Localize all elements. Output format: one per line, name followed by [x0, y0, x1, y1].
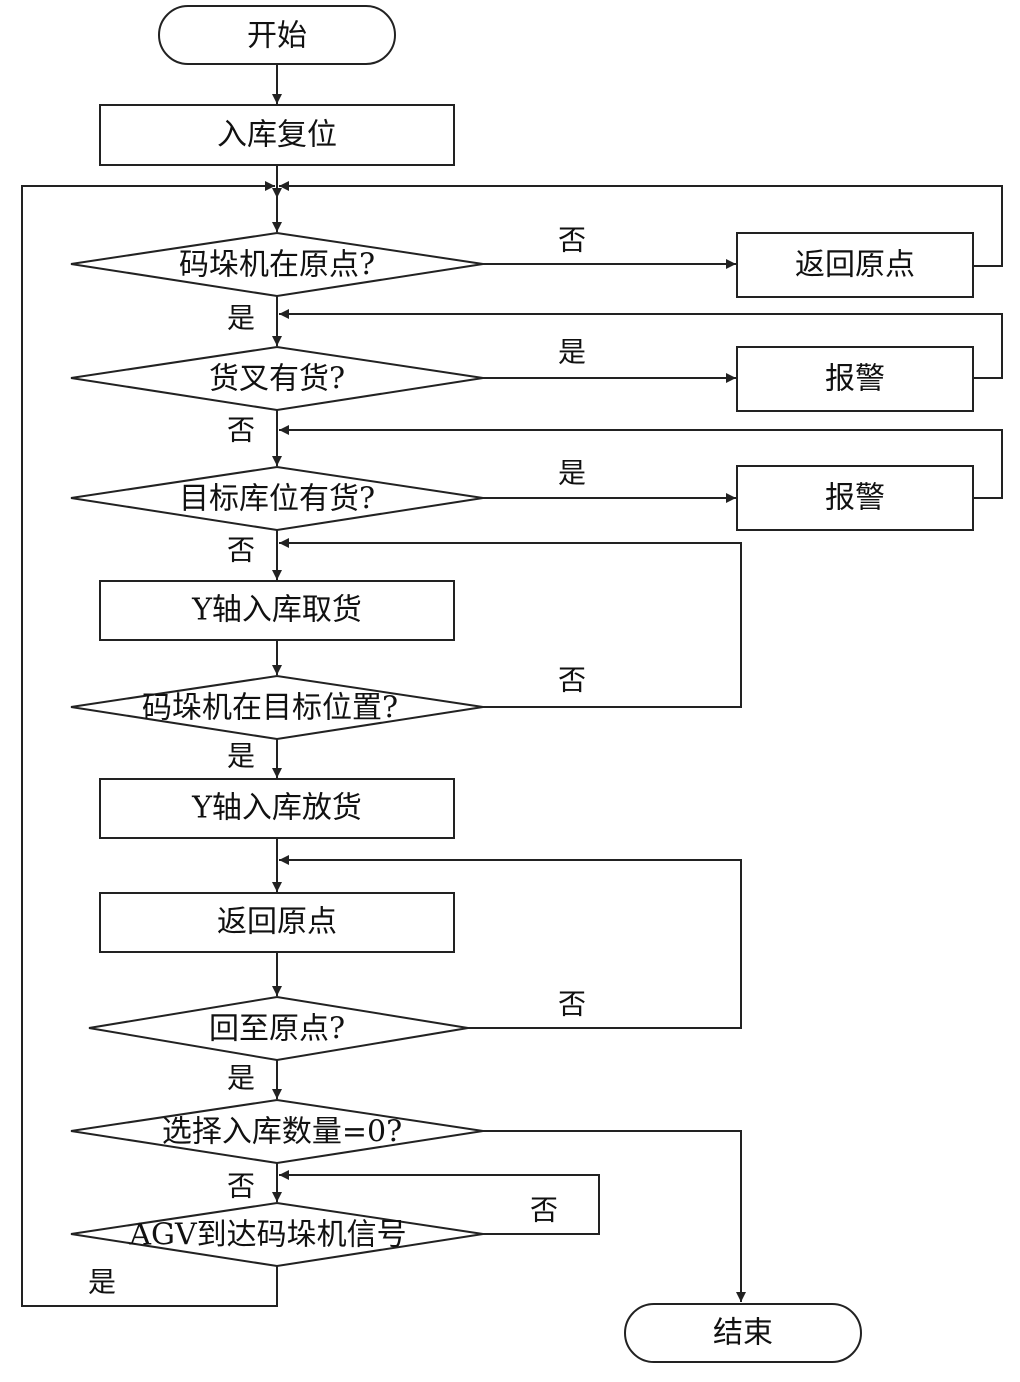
alarm-2-box [736, 465, 974, 531]
at-origin-diamond [70, 231, 484, 298]
label-target-yes: 是 [558, 457, 586, 490]
label-at-origin-yes: 是 [227, 302, 255, 335]
fork-label: 货叉有货? [209, 362, 345, 397]
node-agv-signal-q: AGV到达码垛机信号 [70, 1201, 484, 1268]
label-at-origin-no: 否 [558, 224, 586, 257]
edge-back-origin-no-loop [279, 855, 742, 1029]
fork-diamond [70, 345, 484, 412]
edge-alarm2-loop [279, 425, 1003, 499]
alarm-1-label: 报警 [825, 362, 885, 397]
y-place-label: Y轴入库放货 [191, 791, 362, 826]
label-target-no: 否 [227, 534, 255, 567]
back-origin-diamond [88, 995, 469, 1062]
reset-box [99, 104, 455, 166]
alarm-1-box [736, 346, 974, 412]
node-fork-q: 货叉有货? [70, 345, 484, 412]
label-back-origin-no: 否 [558, 988, 586, 1021]
agv-signal-label: AGV到达码垛机信号 [128, 1218, 406, 1253]
node-return-origin-2: 返回原点 [99, 892, 455, 953]
node-at-origin-q: 码垛机在原点? [70, 231, 484, 298]
node-y-pick: Y轴入库取货 [99, 580, 455, 641]
node-start: 开始 [158, 5, 396, 65]
edge-agv-yes-loop [21, 181, 278, 1307]
label-back-origin-yes: 是 [227, 1062, 255, 1095]
count-zero-label: 选择入库数量=0? [162, 1115, 402, 1150]
connectors [21, 64, 1003, 1307]
node-reset: 入库复位 [99, 104, 455, 166]
node-return-origin-1: 返回原点 [736, 232, 974, 298]
back-origin-label: 回至原点? [209, 1012, 345, 1047]
node-alarm-2: 报警 [736, 465, 974, 531]
at-target-label: 码垛机在目标位置? [142, 691, 398, 726]
node-back-origin-q: 回至原点? [88, 995, 469, 1062]
label-at-target-no: 否 [558, 664, 586, 697]
agv-signal-diamond [70, 1201, 484, 1268]
label-agv-no: 否 [530, 1194, 558, 1227]
return-origin-1-label: 返回原点 [795, 248, 915, 283]
return-origin-2-box [99, 892, 455, 953]
label-fork-no: 否 [227, 414, 255, 447]
edge-count-yes-end [483, 1130, 746, 1302]
reset-label: 入库复位 [217, 118, 337, 153]
label-at-target-yes: 是 [227, 740, 255, 773]
end-terminal [624, 1303, 862, 1363]
count-zero-diamond [70, 1098, 484, 1165]
target-diamond [70, 465, 484, 532]
alarm-2-label: 报警 [825, 481, 885, 516]
node-end: 结束 [624, 1303, 862, 1363]
target-label: 目标库位有货? [179, 482, 375, 517]
y-pick-box [99, 580, 455, 641]
edge-return-origin-loop [279, 181, 1003, 267]
node-y-place: Y轴入库放货 [99, 778, 455, 839]
y-place-box [99, 778, 455, 839]
at-target-diamond [70, 674, 484, 741]
label-count-no: 否 [227, 1170, 255, 1203]
label-fork-yes: 是 [558, 336, 586, 369]
edge-at-target-no-loop [279, 538, 742, 708]
return-origin-2-label: 返回原点 [217, 905, 337, 940]
node-target-q: 目标库位有货? [70, 465, 484, 532]
return-origin-1-box [736, 232, 974, 298]
edge-agv-no-loop [279, 1170, 600, 1235]
edge-alarm1-loop [279, 309, 1003, 379]
node-alarm-1: 报警 [736, 346, 974, 412]
label-agv-yes: 是 [88, 1266, 116, 1299]
start-label: 开始 [247, 19, 307, 54]
end-label: 结束 [713, 1316, 773, 1351]
start-terminal [158, 5, 396, 65]
at-origin-label: 码垛机在原点? [179, 248, 375, 283]
y-pick-label: Y轴入库取货 [191, 593, 362, 628]
node-at-target-q: 码垛机在目标位置? [70, 674, 484, 741]
node-count-zero-q: 选择入库数量=0? [70, 1098, 484, 1165]
edge-labels: 否 是 是 否 是 否 否 是 否 是 否 否 是 [88, 224, 586, 1299]
